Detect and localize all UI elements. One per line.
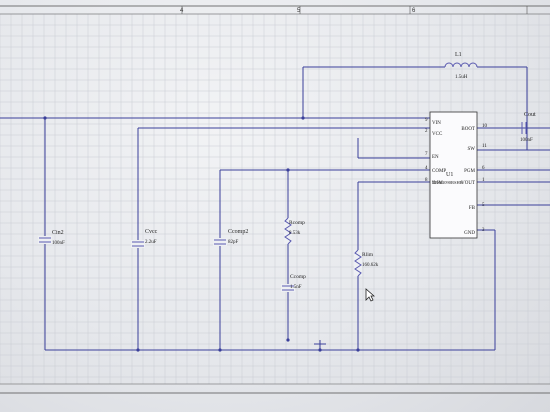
ic-pin-vcc-number: 2 <box>425 129 428 134</box>
ic-pin-vout-number: 1 <box>482 178 485 183</box>
ic-part-number: TPS61090RSHR <box>432 180 463 185</box>
cvcc-ref-label: Cvcc <box>145 229 158 235</box>
ic-pin-vout-label: VOUT <box>461 181 475 186</box>
schematic-grid <box>0 13 550 384</box>
rcomp-value-label: 8.53k <box>289 231 301 236</box>
capacitor-ccomp[interactable]: Ccomp 1.5nF <box>281 274 306 292</box>
ic-pin-gnd-number: 3 <box>482 228 485 233</box>
capacitor-cout[interactable]: Cout 100nF <box>520 112 536 143</box>
ic-pin-ilim-label: ILIM <box>432 181 443 186</box>
ruler-mark-6: 6 <box>412 8 416 14</box>
capacitor-cin2[interactable]: Cin2 100nF <box>38 230 65 246</box>
capacitor-cvcc[interactable]: Cvcc 2.2uF <box>131 229 158 248</box>
resistor-rcomp[interactable]: Rcomp 8.53k <box>284 217 305 245</box>
cin2-ref-label: Cin2 <box>52 230 64 236</box>
ic-pin-comp-number: 4 <box>425 166 428 171</box>
ic-pin-boot-number: 10 <box>482 124 488 129</box>
resistor-rlim[interactable]: Rlim 160.62k <box>354 249 379 277</box>
ic-pin-en-label: EN <box>432 155 439 160</box>
ic-pin-fb-number: 5 <box>482 203 485 208</box>
ic-pin-gnd-label: GND <box>464 231 475 236</box>
ruler-mark-4: 4 <box>180 8 184 14</box>
ccomp2-ref-label: Ccomp2 <box>228 229 248 235</box>
ic-pin-vin-number: 9 <box>425 118 428 123</box>
inductor-l1[interactable]: L1 1.5uH <box>444 52 478 80</box>
ccomp-ref-label: Ccomp <box>290 274 306 280</box>
ic-pin-pgm-label: PGM <box>464 169 475 174</box>
l1-value-label: 1.5uH <box>455 75 468 80</box>
cin2-value-label: 100nF <box>52 241 65 246</box>
drawing-frame: 4 5 6 <box>0 5 550 394</box>
wires <box>0 66 550 351</box>
junction-dots <box>43 116 360 352</box>
cout-value-label: 100nF <box>520 138 533 143</box>
ic-pin-fb-label: FB <box>469 206 476 211</box>
ic-pin-boot-label: BOOT <box>461 127 475 132</box>
ic-pin-pgm-number: 6 <box>482 166 485 171</box>
ic-pin-vcc-label: VCC <box>432 132 443 137</box>
rlim-ref-label: Rlim <box>362 252 374 258</box>
capacitor-ccomp2[interactable]: Ccomp2 82pF <box>213 229 248 246</box>
rlim-value-label: 160.62k <box>362 263 379 268</box>
ic-pin-en-number: 7 <box>425 152 428 157</box>
ccomp-value-label: 1.5nF <box>290 285 302 290</box>
cvcc-value-label: 2.2uF <box>145 240 157 245</box>
cout-ref-label: Cout <box>524 112 536 118</box>
ic-pin-sw-number: 11 <box>482 144 487 149</box>
mouse-cursor-icon <box>365 288 375 302</box>
ic-pin-sw-label: SW <box>468 147 476 152</box>
ccomp2-value-label: 82pF <box>228 240 239 245</box>
ic-pin-ilim-number: 8 <box>425 178 428 183</box>
ruler-mark-5: 5 <box>297 8 301 14</box>
ic-body <box>429 111 478 239</box>
ic-pin-comp-label: COMP <box>432 169 446 174</box>
ic-ref-label: U1 <box>446 172 453 178</box>
ic-pin-vin-label: VIN <box>432 121 441 126</box>
rcomp-ref-label: Rcomp <box>289 220 305 226</box>
l1-ref-label: L1 <box>455 52 462 58</box>
